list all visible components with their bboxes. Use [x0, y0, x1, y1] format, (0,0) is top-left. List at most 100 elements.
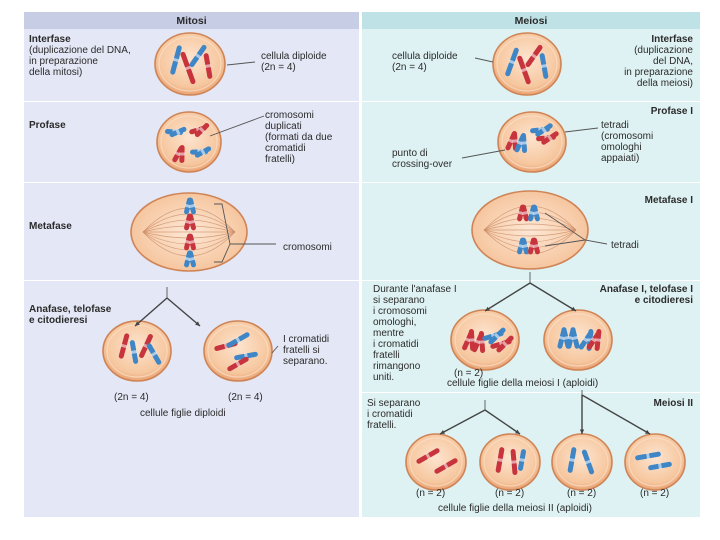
row-separator — [362, 101, 700, 102]
meiosis-crossover-desc-1: punto di — [392, 148, 428, 159]
meiosis-crossover-desc-2: crossing-over — [392, 159, 453, 170]
meiosis-anaphase1-ploidy: (n = 2) — [454, 368, 484, 379]
chromosome — [517, 55, 531, 85]
chromosome — [118, 333, 130, 359]
mitosis-metaphase-desc: cromosomi — [283, 242, 332, 253]
chromosome — [521, 204, 529, 222]
arrow-line — [484, 282, 531, 312]
centromere — [496, 458, 504, 462]
arrow-line — [529, 282, 577, 312]
meiosis2-ploidy-3: (n = 2) — [567, 488, 597, 499]
meiosis-anaphase1-desc-3: i cromosomi — [373, 306, 427, 317]
centromere — [188, 219, 196, 225]
meiosis-interphase-desc-2: del DNA, — [652, 56, 693, 67]
meiosis-tetrad-desc-4: appaiati) — [601, 153, 640, 164]
arrow-line — [581, 394, 651, 435]
centromere — [511, 139, 519, 143]
mitosis-prophase-desc-2: duplicati — [265, 121, 302, 132]
centromere — [571, 335, 579, 341]
mitosis-prophase-label: Profase — [29, 120, 66, 131]
row-separator — [24, 182, 359, 183]
meiosis-anaphase1-desc-5: mentre — [373, 328, 405, 339]
meiosis-prophase1-label: Profase I — [650, 106, 693, 117]
cell-membrane — [628, 437, 682, 487]
arrow-head — [195, 321, 200, 326]
centromere — [468, 338, 476, 342]
chromosome — [510, 449, 518, 475]
chromosome — [539, 53, 549, 79]
arrow-head — [135, 321, 140, 326]
centromere — [184, 65, 192, 71]
chromosome — [227, 356, 249, 372]
chromosome — [532, 204, 540, 222]
mitosis-interphase-desc-2: in preparazione — [29, 56, 98, 67]
centromere — [562, 335, 570, 341]
centromere — [120, 343, 128, 349]
centromere — [658, 462, 662, 470]
meiosis-cell-label-1: cellula diploide — [392, 51, 458, 62]
centromere — [510, 460, 518, 464]
cell — [551, 433, 613, 491]
chromosome — [180, 51, 196, 85]
mitosis-ploidy-1: (2n = 4) — [114, 392, 149, 403]
mitosis-anaphase-desc-1: I cromatidi — [283, 334, 330, 345]
cell — [405, 433, 467, 491]
mitosis-interphase-desc-1: (duplicazione del DNA, — [29, 45, 131, 56]
chromosome — [505, 47, 519, 77]
chromosome — [468, 329, 476, 351]
row-separator — [362, 182, 700, 183]
chromosome — [434, 458, 458, 474]
meiosis-anaphase1-desc-9: uniti. — [373, 372, 395, 383]
centromere — [540, 64, 548, 68]
meiosis-metaphase1-label: Metafase I — [644, 195, 693, 206]
centromere — [188, 239, 196, 245]
meiosis-anaphase1-desc-7: fratelli — [373, 350, 400, 361]
metaphase-leader — [214, 203, 276, 245]
chromosome — [188, 250, 196, 268]
centromere — [198, 126, 206, 134]
chromosome — [495, 447, 505, 473]
cell — [624, 433, 686, 491]
chromosome — [567, 447, 577, 473]
chromosome — [496, 335, 514, 353]
spindle-fiber — [483, 205, 577, 231]
meiosis-interphase-label: Interfase — [651, 34, 693, 45]
arrow-head — [579, 429, 585, 434]
meiosis2-caption: cellule figlie della meiosi II (aploidi) — [438, 503, 592, 514]
centromere — [501, 340, 509, 348]
mitosis-ploidy-2: (2n = 4) — [228, 392, 263, 403]
centromere — [188, 256, 196, 262]
chromosome — [535, 123, 553, 137]
meiosis-anaphase1-desc-4: omologhi, — [373, 317, 417, 328]
chromosome — [188, 197, 196, 215]
centromere — [646, 452, 650, 460]
chromosome — [594, 329, 602, 351]
arrow-head — [515, 429, 520, 434]
centromere — [532, 210, 540, 216]
meiosis-interphase-desc-4: della meiosi) — [636, 78, 693, 89]
chromosome — [521, 237, 529, 255]
cells-layer — [102, 32, 686, 491]
centromere — [584, 459, 592, 465]
chromosome — [203, 53, 213, 79]
centromere — [532, 243, 540, 249]
row-separator — [24, 280, 359, 281]
arrow-line — [134, 297, 168, 327]
centromere — [521, 243, 529, 249]
row-separator — [362, 280, 700, 281]
cell-membrane — [496, 36, 558, 92]
tetrad-leader — [564, 127, 599, 133]
spindle-fiber — [142, 231, 236, 251]
meiosis-anaphase1-label-1: Anafase I, telofase I — [599, 284, 693, 295]
leader-lines-layer — [134, 57, 651, 435]
meiosis-interphase-desc-1: (duplicazione — [634, 45, 693, 56]
meiosis2-ploidy-2: (n = 2) — [495, 488, 525, 499]
meiosis-anaphase1-desc-8: rimangono — [373, 361, 421, 372]
cell-membrane — [483, 437, 537, 487]
centromere — [188, 203, 196, 209]
metaphase1-leader — [544, 239, 586, 247]
mitosis-panel — [24, 29, 359, 517]
meiosis-anaphase1-label-2: e citodieresi — [634, 295, 693, 306]
arrow-head — [571, 306, 576, 311]
centromere — [443, 462, 449, 470]
